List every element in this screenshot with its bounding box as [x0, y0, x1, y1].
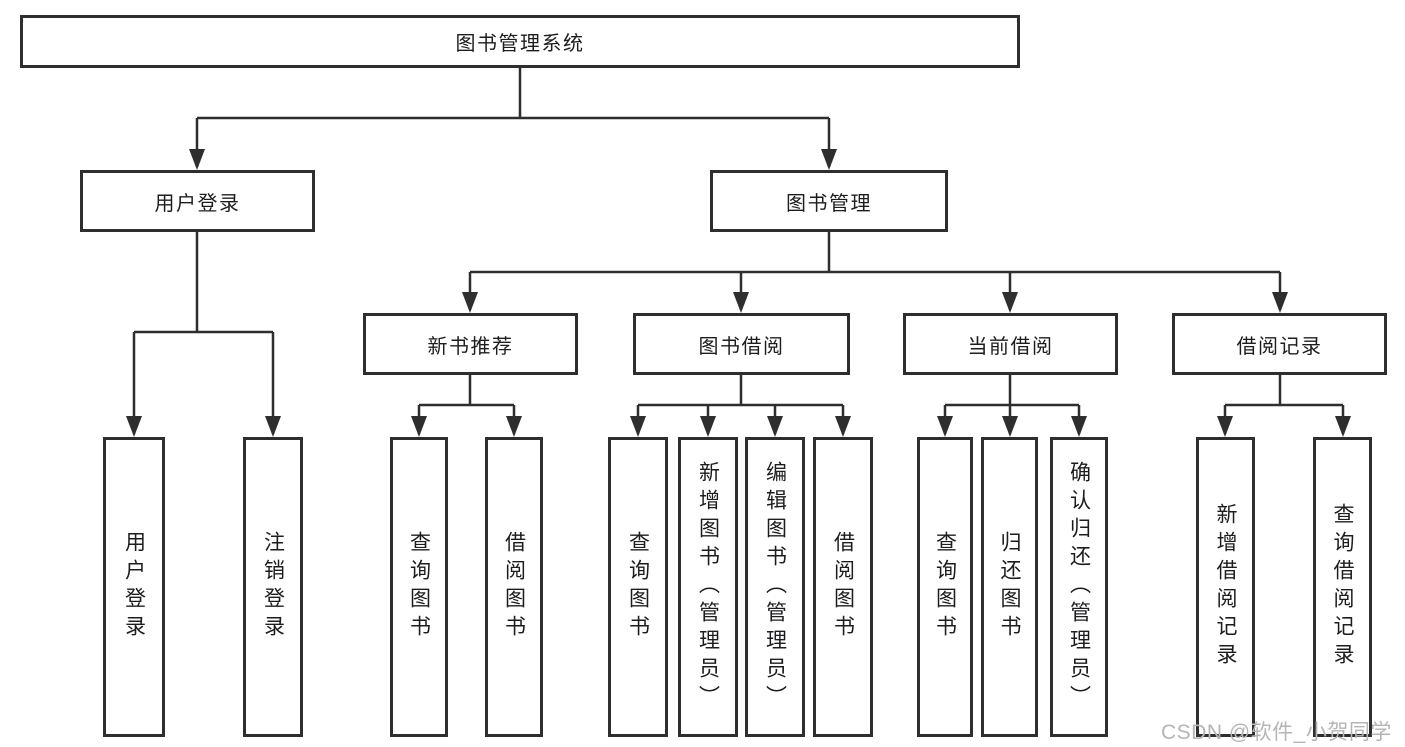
leaf-query-borrow-record: 查询借阅记录 [1313, 437, 1372, 737]
leaf-user-login: 用户登录 [103, 437, 165, 737]
node-label: 编辑图书（管理员） [763, 461, 787, 713]
node-label: 图书借阅 [698, 335, 785, 358]
node-label: 图书管理 [786, 192, 872, 215]
leaf-add-borrow-record: 新增借阅记录 [1196, 437, 1255, 737]
leaf-query-books-borrowing: 查询图书 [608, 437, 668, 737]
node-label: 借阅记录 [1236, 335, 1323, 358]
node-current-borrowing: 当前借阅 [903, 313, 1118, 375]
node-label: 借阅图书 [831, 531, 855, 643]
node-new-book-recommendation: 新书推荐 [363, 313, 578, 375]
node-label: 归还图书 [998, 531, 1021, 643]
leaf-add-book-admin: 新增图书（管理员） [678, 437, 738, 737]
leaf-query-books-current: 查询图书 [917, 437, 973, 737]
node-label: 借阅图书 [502, 531, 526, 643]
node-label: 新增借阅记录 [1214, 503, 1237, 671]
node-user-login: 用户登录 [80, 170, 315, 232]
node-label: 用户登录 [122, 531, 146, 643]
leaf-edit-book-admin: 编辑图书（管理员） [745, 437, 805, 737]
node-borrowing-records: 借阅记录 [1172, 313, 1387, 375]
leaf-confirm-return-admin: 确认归还（管理员） [1050, 437, 1108, 737]
node-label: 查询图书 [626, 531, 650, 643]
leaf-logout: 注销登录 [243, 437, 303, 737]
leaf-return-books: 归还图书 [981, 437, 1038, 737]
node-book-management-system: 图书管理系统 [20, 15, 1020, 68]
node-label: 查询图书 [933, 531, 957, 643]
node-label: 注销登录 [261, 531, 285, 643]
node-label: 查询借阅记录 [1331, 503, 1354, 671]
leaf-query-books-recommend: 查询图书 [390, 437, 448, 737]
node-label: 新增图书（管理员） [696, 461, 720, 713]
node-book-management: 图书管理 [710, 170, 948, 232]
leaf-borrow-books-recommend: 借阅图书 [485, 437, 543, 737]
node-label: 新书推荐 [427, 335, 514, 358]
node-label: 当前借阅 [967, 335, 1054, 358]
leaf-borrow-books-borrowing: 借阅图书 [813, 437, 873, 737]
node-label: 图书管理系统 [455, 33, 585, 55]
node-label: 确认归还（管理员） [1067, 461, 1091, 713]
node-book-borrowing: 图书借阅 [633, 313, 850, 375]
node-label: 用户登录 [154, 192, 241, 215]
node-label: 查询图书 [407, 531, 431, 643]
csdn-watermark: CSDN @软件_小贺同学 [1161, 721, 1392, 744]
